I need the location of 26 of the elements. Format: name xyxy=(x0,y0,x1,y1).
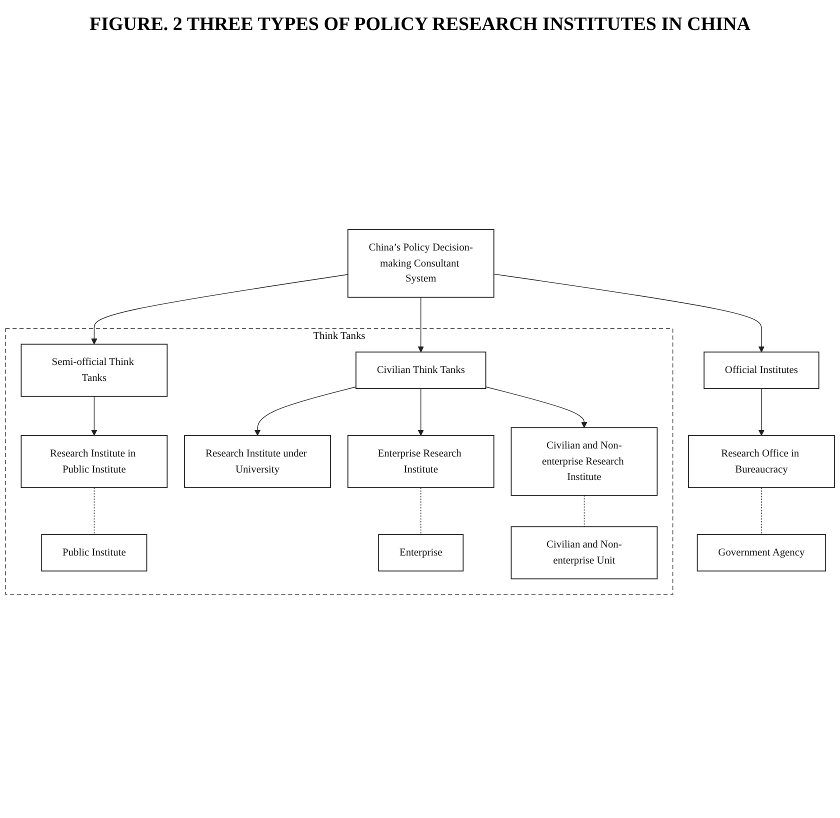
node-box: Civilian Think Tanks xyxy=(356,352,486,389)
node-box: Government Agency xyxy=(696,534,826,572)
arrow xyxy=(254,386,356,436)
arrow xyxy=(91,274,348,344)
arrow xyxy=(91,396,98,436)
diagram-title: FIGURE. 2 THREE TYPES OF POLICY RESEARCH INSTITUTES IN CHINA xyxy=(88,14,752,36)
arrow xyxy=(485,386,588,428)
node-box: Research Institute under University xyxy=(184,435,331,488)
node-box: Official Institutes xyxy=(704,352,820,389)
node-box: Semi-official Think Tanks xyxy=(20,344,168,397)
node-box: China’s Policy Decision-making Consultant System xyxy=(347,229,494,298)
arrow xyxy=(758,388,765,436)
node-box: Research Institute in Public Institute xyxy=(20,435,168,488)
connector xyxy=(584,495,585,528)
node-box: Research Office in Bureaucracy xyxy=(688,435,835,488)
connector xyxy=(94,487,95,535)
node-box: Public Institute xyxy=(41,534,148,572)
arrow xyxy=(418,388,424,436)
node-box: Enterprise xyxy=(378,534,464,572)
node-box: Civilian and Non-enterprise Unit xyxy=(510,526,658,580)
arrow xyxy=(494,274,765,352)
node-box: Civilian and Non-enterprise Research Institute xyxy=(510,427,658,496)
connector xyxy=(420,487,422,535)
arrow xyxy=(418,296,424,352)
connector xyxy=(761,487,762,535)
node-box: Enterprise Research Institute xyxy=(347,435,494,488)
